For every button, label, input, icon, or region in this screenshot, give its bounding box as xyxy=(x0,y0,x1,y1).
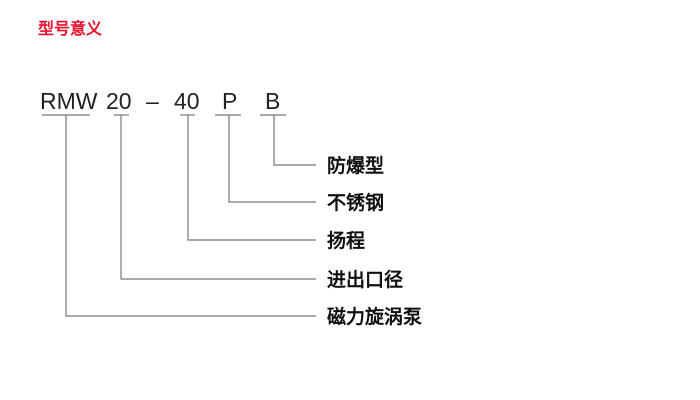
code-explosion-proof: B xyxy=(265,88,280,114)
leader-line-b xyxy=(273,115,316,166)
leader-line-20 xyxy=(120,115,316,280)
code-series: RMW xyxy=(40,88,98,114)
page-title: 型号意义 xyxy=(38,19,103,38)
label-stainless-steel: 不锈钢 xyxy=(327,192,384,214)
leader-line-p xyxy=(228,115,316,203)
label-magnetic-vortex-pump: 磁力旋涡泵 xyxy=(327,305,422,328)
leader-line-40 xyxy=(187,115,316,241)
code-separator: – xyxy=(146,88,159,114)
code-diameter: 20 xyxy=(106,88,132,114)
label-explosion-proof: 防爆型 xyxy=(327,154,384,177)
leader-line-rmw xyxy=(65,115,316,317)
code-material: P xyxy=(222,88,237,114)
leader-lines xyxy=(65,115,316,317)
label-port-diameter: 进出口径 xyxy=(327,268,403,291)
code-head: 40 xyxy=(174,88,200,114)
label-head: 扬程 xyxy=(327,229,365,252)
